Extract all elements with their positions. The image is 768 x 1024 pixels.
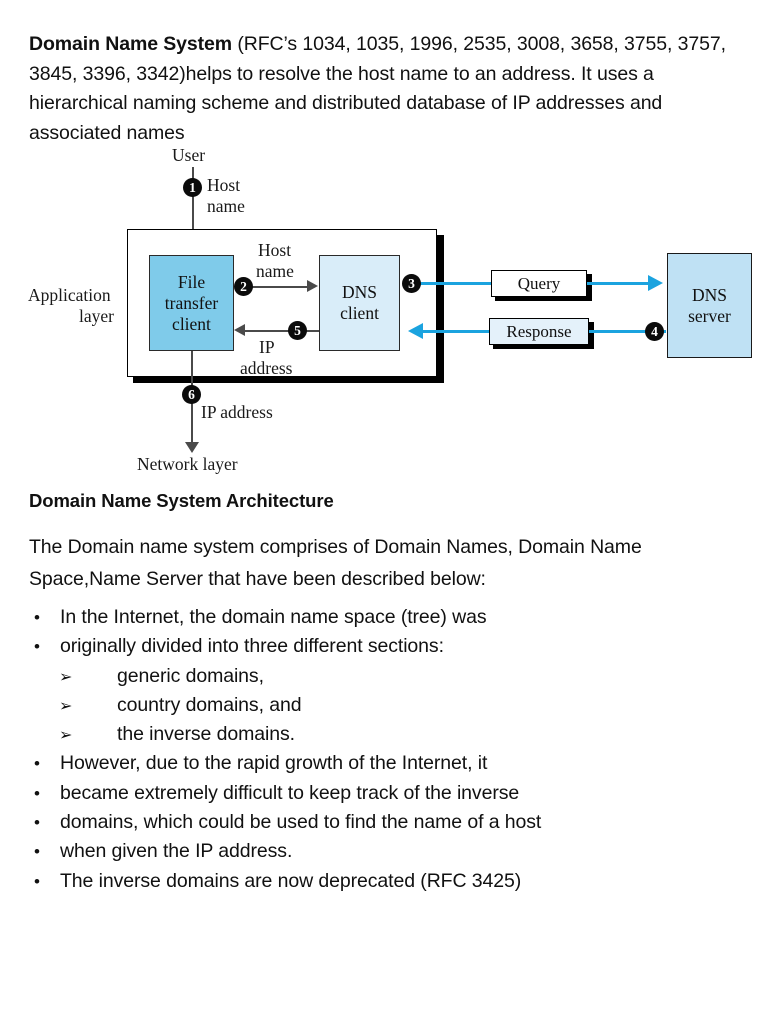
- dnsclient-to-ftp-line: [244, 330, 319, 332]
- sub-bullet-arrow-icon: ➢: [59, 725, 73, 745]
- figure-label-host-name-top-2: name: [207, 196, 245, 216]
- response-line-left: [423, 330, 489, 334]
- figure-label-host-name-mid-2: name: [256, 261, 294, 281]
- bullet-dot-icon: •: [34, 754, 40, 774]
- step-marker-4: 4: [645, 322, 664, 341]
- bullet-dot-icon: •: [34, 842, 40, 862]
- ftp-to-dnsclient-arrowhead: [307, 280, 318, 292]
- sub-bullet-item: ➢ country domains, and: [29, 691, 729, 720]
- dns-resolution-diagram: User 1 Host name Application layer File …: [0, 145, 768, 475]
- intro-title: Domain Name System: [29, 33, 233, 55]
- bullet-dot-icon: •: [34, 871, 40, 891]
- sub-bullet-arrow-icon: ➢: [59, 666, 73, 686]
- intro-paragraph: Domain Name System (RFC’s 1034, 1035, 19…: [29, 30, 741, 148]
- step-marker-2: 2: [234, 277, 253, 296]
- bullet-text: However, due to the rapid growth of the …: [60, 752, 488, 775]
- node-file-transfer-client-label: File transfer client: [164, 271, 219, 334]
- node-dns-server: DNS server: [667, 253, 752, 358]
- query-box-shadow-bottom: [495, 297, 592, 301]
- bullet-text: the inverse domains.: [117, 723, 295, 746]
- step-marker-1: 1: [183, 178, 202, 197]
- bullet-dot-icon: •: [34, 813, 40, 833]
- sub-bullet-arrow-icon: ➢: [59, 695, 73, 715]
- bullet-text: country domains, and: [117, 693, 302, 716]
- ftp-to-network-arrowhead: [185, 442, 199, 453]
- bullet-list: • In the Internet, the domain name space …: [29, 603, 729, 896]
- query-box-shadow-right: [587, 274, 592, 301]
- bullet-text: generic domains,: [117, 664, 264, 687]
- response-box-label: Response: [506, 321, 572, 341]
- sub-bullet-item: ➢ generic domains,: [29, 662, 729, 691]
- query-line-right: [586, 282, 652, 286]
- bullet-item: • originally divided into three different…: [29, 632, 729, 661]
- response-box-shadow-bottom: [493, 345, 594, 349]
- bullet-item: • The inverse domains are now deprecated …: [29, 867, 729, 896]
- body-paragraph: The Domain name system comprises of Doma…: [29, 536, 642, 590]
- figure-label-user: User: [172, 145, 206, 165]
- dnsclient-to-ftp-arrowhead: [234, 324, 245, 336]
- bullet-item: • In the Internet, the domain name space …: [29, 603, 729, 632]
- bullet-text: The inverse domains are now deprecated (…: [60, 869, 522, 892]
- section-heading: Domain Name System Architecture: [29, 490, 334, 511]
- response-arrowhead: [408, 323, 423, 339]
- node-dns-server-label: DNS server: [688, 284, 731, 326]
- query-box: Query: [491, 270, 587, 297]
- step-marker-3: 3: [402, 274, 421, 293]
- app-layer-shadow-bottom: [133, 377, 444, 383]
- bullet-item: • domains, which could be used to find th…: [29, 808, 729, 837]
- bullet-item: • became extremely difficult to keep trac…: [29, 779, 729, 808]
- node-file-transfer-client: File transfer client: [149, 255, 234, 351]
- figure-label-network-layer: Network layer: [137, 454, 238, 474]
- figure-label-host-name-top-1: Host: [207, 175, 241, 195]
- figure-label-ip-address-mid-2: address: [240, 358, 293, 378]
- node-dns-client: DNS client: [319, 255, 400, 351]
- node-dns-client-label: DNS client: [340, 282, 379, 323]
- figure-label-application-layer-2: layer: [79, 306, 114, 326]
- app-layer-shadow-right: [437, 235, 444, 383]
- query-line-left: [420, 282, 492, 286]
- bullet-text: originally divided into three different …: [60, 635, 444, 658]
- figure-label-ip-address-bottom: IP address: [201, 402, 273, 422]
- bullet-item: • when given the IP address.: [29, 837, 729, 866]
- step-marker-5: 5: [288, 321, 307, 340]
- bullet-dot-icon: •: [34, 783, 40, 803]
- user-to-ftp-line: [192, 167, 194, 259]
- bullet-dot-icon: •: [34, 608, 40, 627]
- figure-label-ip-address-mid-1: IP: [259, 337, 275, 357]
- response-box-shadow-right: [589, 322, 594, 349]
- bullet-text: when given the IP address.: [60, 840, 293, 863]
- intro-rest: (RFC’s 1034, 1035, 1996, 2535, 3008, 365…: [29, 33, 726, 144]
- response-box: Response: [489, 318, 589, 345]
- response-line-right: [588, 330, 666, 334]
- bullet-text: In the Internet, the domain name space (…: [60, 606, 487, 628]
- ftp-to-dnsclient-line: [252, 286, 310, 288]
- bullet-item: • However, due to the rapid growth of the…: [29, 749, 729, 778]
- bullet-text: became extremely difficult to keep track…: [60, 781, 520, 804]
- bullet-text: domains, which could be used to find the…: [60, 811, 542, 834]
- query-arrowhead: [648, 275, 663, 291]
- figure-label-host-name-mid-1: Host: [258, 240, 292, 260]
- bullet-dot-icon: •: [34, 637, 40, 657]
- step-marker-6: 6: [182, 385, 201, 404]
- query-box-label: Query: [517, 273, 561, 293]
- sub-bullet-item: ➢ the inverse domains.: [29, 720, 729, 749]
- figure-label-application-layer-1: Application: [28, 285, 111, 305]
